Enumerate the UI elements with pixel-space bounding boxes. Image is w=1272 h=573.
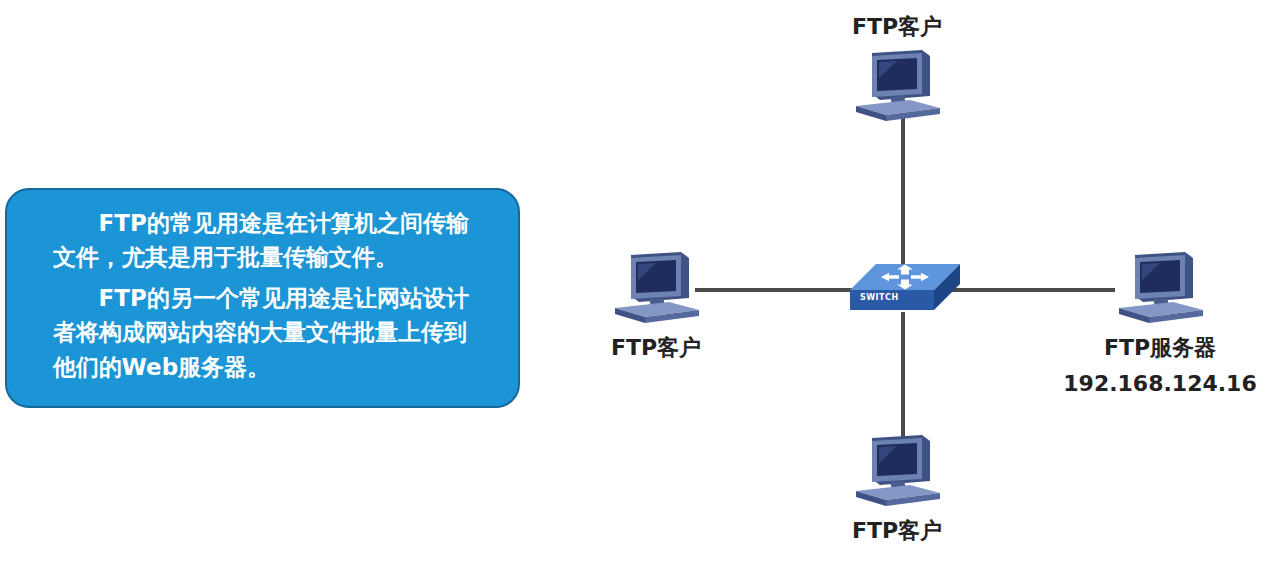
note-box: FTP的常见用途是在计算机之间传输文件，尤其是用于批量传输文件。FTP的另一个常… xyxy=(5,188,520,409)
computer-node: FTP客户 xyxy=(611,250,701,325)
computer-icon xyxy=(1115,250,1205,325)
computer-icon xyxy=(611,250,701,325)
note-paragraph: FTP的另一个常见用途是让网站设计者将构成网站内容的大量文件批量上传到他们的We… xyxy=(53,281,472,385)
network-cable xyxy=(695,288,856,292)
computer-icon xyxy=(852,433,942,508)
note-paragraph: FTP的常见用途是在计算机之间传输文件，尤其是用于批量传输文件。 xyxy=(53,206,472,275)
switch-label: SWITCH xyxy=(860,293,899,302)
computer-icon xyxy=(852,48,942,123)
computer-node: FTP服务器192.168.124.16 xyxy=(1115,250,1205,325)
computer-node: FTP客户 xyxy=(852,433,942,508)
switch-icon xyxy=(850,260,960,316)
device-label: FTP服务器 xyxy=(1104,333,1216,363)
device-label: FTP客户 xyxy=(611,333,701,363)
network-cable xyxy=(948,288,1115,292)
network-cable xyxy=(901,117,905,269)
device-label: FTP客户 xyxy=(852,12,942,42)
ip-address: 192.168.124.16 xyxy=(1063,371,1256,396)
switch-node: SWITCH xyxy=(850,260,960,316)
network-cable xyxy=(901,312,905,441)
computer-node: FTP客户 xyxy=(852,48,942,123)
device-label: FTP客户 xyxy=(852,516,942,546)
